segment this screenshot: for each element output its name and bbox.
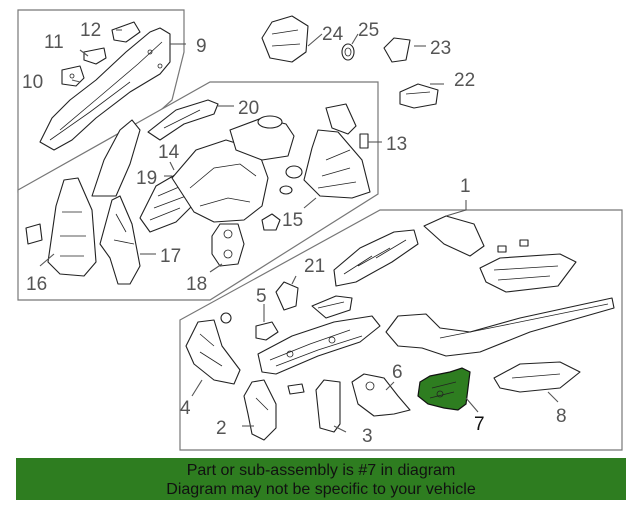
part-3-bracket[interactable] [315, 379, 341, 433]
banner-line-2: Diagram may not be specific to your vehi… [166, 481, 476, 498]
callout-16: 16 [26, 274, 47, 295]
part-9-rail[interactable] [39, 27, 171, 151]
part-16-pillar[interactable] [25, 177, 97, 277]
callout-9: 9 [196, 36, 207, 57]
part-clip-small[interactable] [261, 165, 303, 231]
part-24-cover[interactable] [261, 15, 309, 63]
part-7-highlighted[interactable] [417, 367, 471, 411]
part-20-block[interactable] [229, 115, 295, 161]
callout-3: 3 [362, 426, 373, 447]
callout-5: 5 [256, 286, 267, 307]
callout-12: 12 [80, 20, 101, 41]
part-rail-bracket-mid[interactable] [311, 295, 353, 319]
callout-13: 13 [386, 134, 407, 155]
info-banner: Part or sub-assembly is #7 in diagram Di… [16, 458, 626, 500]
part-main-frame-rail[interactable] [257, 315, 381, 375]
callout-23: 23 [430, 38, 451, 59]
part-20-rail[interactable] [147, 99, 219, 141]
part-25-grommet[interactable] [341, 43, 355, 61]
part-floor-rail-long[interactable] [385, 297, 615, 357]
part-15-inner-panel[interactable] [303, 103, 371, 199]
callout-2: 2 [216, 418, 227, 439]
callout-24: 24 [322, 24, 344, 45]
part-21-bracket[interactable] [275, 281, 299, 311]
part-23-bracket[interactable] [383, 37, 411, 63]
part-12-bracket[interactable] [111, 21, 141, 43]
part-apron-right[interactable] [423, 215, 577, 293]
callout-labels: 1 2 3 4 5 6 7 8 9 10 11 12 13 14 15 16 1… [22, 20, 567, 447]
part-18-bracket[interactable] [211, 223, 245, 267]
leader-lines [39, 29, 559, 433]
callout-22: 22 [454, 70, 475, 91]
part-frame-rail-upper[interactable] [333, 229, 419, 287]
part-8-plate[interactable] [493, 361, 581, 393]
part-4-pillar-lower[interactable] [185, 312, 241, 385]
part-6-bracket[interactable] [351, 373, 411, 417]
part-clip-mid[interactable] [287, 383, 305, 395]
callout-21: 21 [304, 256, 325, 277]
callout-10: 10 [22, 72, 43, 93]
callout-25: 25 [358, 20, 379, 41]
callout-1: 1 [460, 176, 471, 197]
callout-4: 4 [180, 398, 191, 419]
callout-19: 19 [136, 168, 157, 189]
part-5-bracket[interactable] [255, 321, 279, 341]
callout-15: 15 [282, 210, 303, 231]
part-11-bracket[interactable] [83, 47, 107, 65]
callout-7: 7 [474, 414, 485, 435]
callout-11: 11 [44, 32, 64, 53]
part-22-bracket[interactable] [399, 83, 439, 109]
part-14-wheelhouse[interactable] [171, 139, 269, 223]
callout-18: 18 [186, 274, 207, 295]
banner-line-1: Part or sub-assembly is #7 in diagram [186, 462, 456, 479]
parts-diagram: 1 2 3 4 5 6 7 8 9 10 11 12 13 14 15 16 1… [17, 9, 623, 451]
part-17-pillar[interactable] [99, 195, 141, 285]
callout-6: 6 [392, 362, 403, 383]
part-2-bracket[interactable] [243, 379, 277, 441]
callout-17: 17 [160, 246, 181, 267]
callout-20: 20 [238, 98, 259, 119]
callout-8: 8 [556, 406, 567, 427]
callout-14: 14 [158, 142, 180, 163]
